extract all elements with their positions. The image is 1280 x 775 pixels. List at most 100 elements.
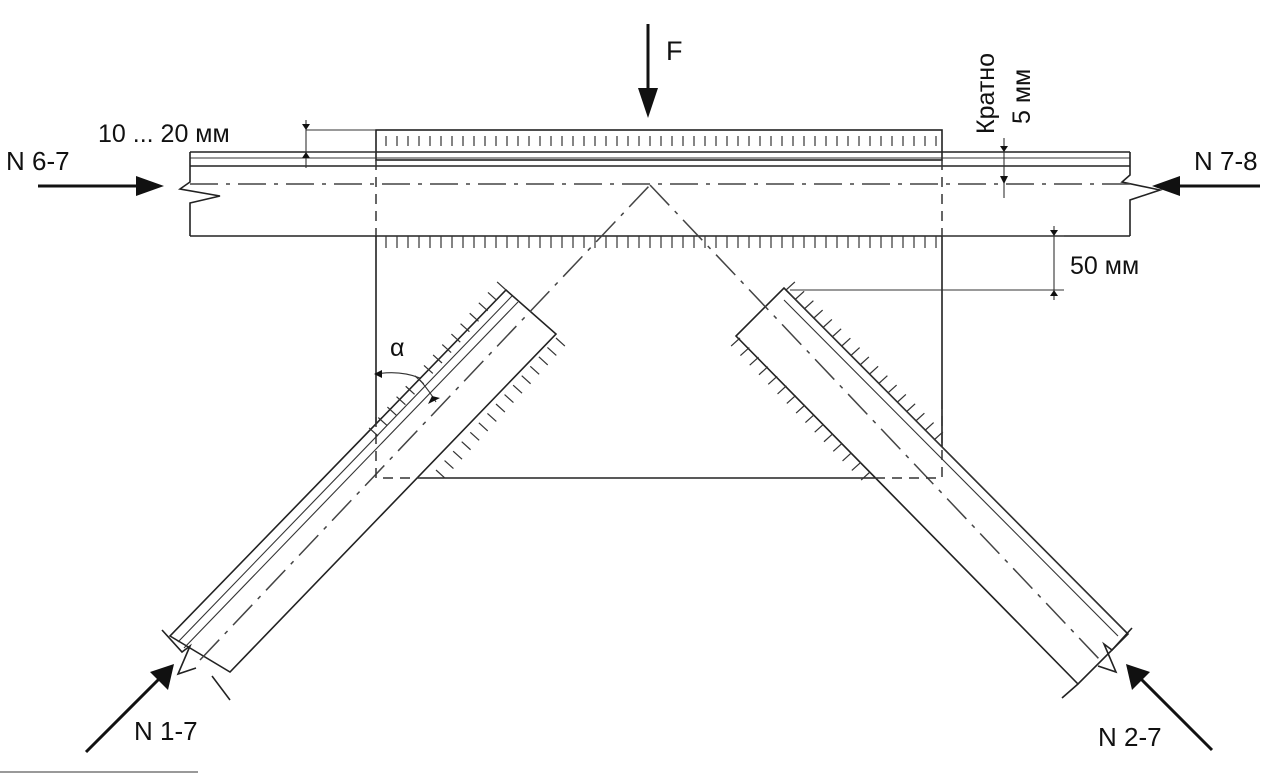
offset-dimension bbox=[790, 226, 1064, 300]
top-chord bbox=[177, 151, 1164, 237]
weld-tick bbox=[767, 375, 778, 385]
weld-tick bbox=[469, 312, 479, 322]
left-diagonal-flange-inner bbox=[183, 301, 519, 649]
weld-tick bbox=[730, 337, 741, 347]
weld-tick bbox=[851, 461, 862, 471]
weld-tick bbox=[804, 300, 814, 310]
weld-tick bbox=[529, 365, 540, 375]
left-diagonal-axis bbox=[199, 184, 651, 661]
weld-tick bbox=[496, 281, 507, 291]
weld-tick bbox=[432, 354, 443, 364]
weld-tick bbox=[868, 365, 879, 375]
weld-tick bbox=[547, 346, 557, 356]
weld-tick bbox=[396, 396, 406, 406]
force-n78-label: N 7-8 bbox=[1194, 146, 1258, 176]
weld-tick bbox=[469, 431, 480, 441]
angle-dimension bbox=[374, 370, 440, 404]
weld-tick bbox=[460, 323, 470, 333]
weld-tick bbox=[444, 460, 454, 470]
weld-tick bbox=[740, 347, 750, 357]
weld-tick bbox=[823, 433, 834, 443]
weld-tick bbox=[452, 450, 463, 460]
weld-tick bbox=[841, 337, 851, 347]
weld-tick bbox=[405, 385, 415, 395]
weld-top bbox=[385, 136, 937, 146]
angle-arrow-right bbox=[428, 396, 440, 404]
right-diagonal-flange bbox=[789, 293, 1125, 631]
offset-arrow-bottom bbox=[1050, 290, 1058, 296]
force-f-label: F bbox=[666, 36, 683, 66]
weld-tick bbox=[878, 375, 888, 385]
force-n27-label: N 2-7 bbox=[1098, 722, 1162, 752]
weld-tick bbox=[795, 404, 806, 414]
weld-tick bbox=[786, 394, 797, 404]
weld-tick bbox=[555, 337, 566, 347]
left-diagonal-break bbox=[161, 629, 197, 676]
weld-tick bbox=[538, 356, 549, 366]
weld-right-diagonal-outer bbox=[785, 281, 944, 441]
weld-bottom bbox=[385, 236, 937, 248]
weld-tick bbox=[822, 319, 833, 328]
left-diagonal-end bbox=[211, 675, 231, 701]
weld-tick bbox=[915, 412, 925, 422]
weld-tick bbox=[487, 291, 498, 301]
weld-tick bbox=[512, 384, 523, 394]
force-n78-head bbox=[1152, 176, 1180, 196]
weld-tick bbox=[478, 422, 489, 432]
weld-right-diagonal-inner bbox=[730, 337, 871, 481]
chord-left-break bbox=[177, 152, 221, 236]
gusset-hidden-bottom-right bbox=[875, 400, 943, 479]
weld-tick bbox=[777, 385, 787, 395]
force-arrow-n78 bbox=[1152, 176, 1260, 196]
multiple-line2-label: 5 мм bbox=[1008, 69, 1036, 124]
left-diagonal-body bbox=[168, 288, 558, 674]
left-diagonal bbox=[161, 184, 651, 701]
weld-left-diagonal-inner bbox=[435, 337, 566, 479]
multiple-line1-label: Кратно bbox=[972, 53, 1000, 134]
weld-tick bbox=[387, 406, 397, 416]
weld-tick bbox=[495, 403, 506, 413]
force-n17-shaft bbox=[84, 676, 162, 754]
weld-tick bbox=[749, 356, 759, 366]
gap-dimension bbox=[302, 120, 376, 168]
weld-tick bbox=[813, 309, 824, 319]
angle-arrow-left bbox=[374, 370, 382, 378]
force-arrow-f bbox=[638, 24, 658, 118]
left-diagonal-flange bbox=[177, 295, 513, 643]
weld-tick bbox=[850, 347, 861, 357]
weld-tick bbox=[814, 423, 824, 433]
weld-tick bbox=[794, 290, 805, 300]
force-n17-head bbox=[150, 664, 174, 690]
weld-tick bbox=[832, 442, 843, 452]
weld-tick bbox=[487, 412, 497, 422]
chord-right-break bbox=[1120, 152, 1164, 236]
weld-tick bbox=[924, 422, 935, 432]
force-n17-label: N 1-7 bbox=[134, 716, 198, 746]
weld-tick bbox=[896, 394, 907, 403]
gap-arrow-bottom bbox=[302, 152, 310, 158]
gap-dimension-label: 10 ... 20 мм bbox=[98, 120, 230, 148]
offset-arrow-top bbox=[1050, 230, 1058, 236]
weld-tick bbox=[423, 364, 434, 374]
gusset-hidden-bottom-left bbox=[375, 400, 420, 479]
right-diagonal-flange-inner bbox=[783, 299, 1119, 637]
weld-tick bbox=[859, 356, 870, 366]
weld-tick bbox=[521, 375, 531, 385]
weld-tick bbox=[758, 366, 769, 376]
weld-tick bbox=[478, 302, 489, 312]
force-n27-shaft bbox=[1138, 676, 1214, 752]
gap-arrow-top bbox=[302, 124, 310, 130]
weld-tick bbox=[461, 441, 471, 451]
force-n67-head bbox=[136, 176, 164, 196]
weld-tick bbox=[435, 469, 446, 479]
weld-tick bbox=[805, 414, 815, 424]
right-diagonal-end bbox=[1061, 683, 1079, 699]
weld-tick bbox=[368, 427, 379, 437]
multiple-arrow-bottom bbox=[1000, 176, 1008, 184]
force-n27-head bbox=[1126, 664, 1150, 690]
right-diagonal-body bbox=[734, 286, 1130, 686]
weld-tick bbox=[377, 417, 388, 427]
weld-tick bbox=[860, 471, 871, 481]
force-f-head bbox=[638, 88, 658, 118]
